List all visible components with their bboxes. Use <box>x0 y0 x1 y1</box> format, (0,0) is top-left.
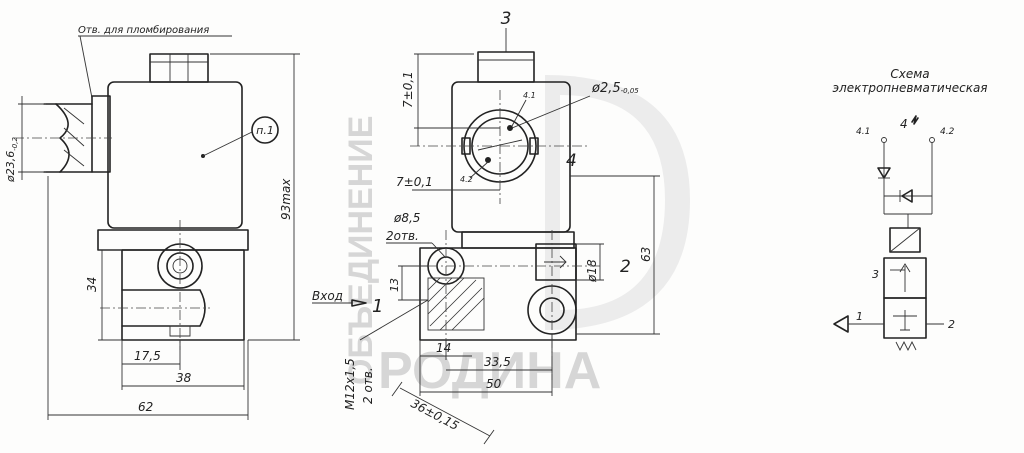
body-top-flange <box>97 229 249 251</box>
port-4-label: 4 <box>566 151 577 171</box>
dim-13: 13 <box>388 278 401 292</box>
connector-nut <box>149 53 209 83</box>
pin-4-1: 4.1 <box>523 91 536 100</box>
port-1-label: 1 <box>372 296 383 317</box>
solenoid-symbol <box>889 227 921 253</box>
port-3-label: 3 <box>501 9 512 29</box>
dim-7-horizontal: 7±0,1 <box>396 175 433 189</box>
schem-port-2: 2 <box>948 318 955 331</box>
dim-63: 63 <box>639 247 653 262</box>
schematic-title-1: Схема <box>890 67 929 81</box>
valve-body <box>121 249 245 341</box>
coil-housing <box>107 81 243 229</box>
port-2-label: 2 <box>620 257 631 277</box>
inlet-label: Вход <box>312 289 343 303</box>
dim-7-vertical: 7±0,1 <box>401 71 415 108</box>
coil-diameter-dim: ø23,6-0,2 <box>4 137 19 183</box>
schem-port-3: 3 <box>872 268 879 281</box>
side-plug <box>91 95 111 173</box>
valve-position-bottom <box>883 297 927 339</box>
dim-34: 34 <box>85 277 99 292</box>
watermark-vertical-text: ОБЪЕДИНЕНИЕ <box>342 116 380 385</box>
dim-62: 62 <box>138 400 153 414</box>
dim-17-5: 17,5 <box>134 349 161 363</box>
pin-4-2: 4.2 <box>460 175 473 184</box>
holes-2-label: 2отв. <box>386 229 419 243</box>
thread-note: М12х1,5 <box>343 358 357 410</box>
dim-14: 14 <box>436 341 451 355</box>
dim-38: 38 <box>176 371 192 385</box>
pneumatic-schematic: Схема электропневматическая 4.1 4 4.2 3 … <box>832 67 988 352</box>
schem-pin-4-1: 4.1 <box>856 127 870 137</box>
dim-50: 50 <box>486 377 502 391</box>
valve-body-front <box>419 247 577 341</box>
thread-holes: 2 отв. <box>361 367 375 404</box>
dim-33-5: 33,5 <box>484 355 511 369</box>
port-2-fitting <box>535 243 577 281</box>
schem-port-1: 1 <box>856 310 863 323</box>
dim-36: 36±0,15 <box>409 396 462 433</box>
callout-label: п.1 <box>256 124 274 137</box>
schem-pin-4: 4 <box>900 117 908 131</box>
seal-hole-note: Отв. для пломбирования <box>78 24 209 36</box>
dia-8-5: ø8,5 <box>393 211 420 225</box>
dia-2-5: ø2,5-0,05 <box>591 81 639 96</box>
connector-top <box>477 51 535 83</box>
dia-18: ø18 <box>585 259 599 283</box>
left-side-view: Отв. для пломбирования п.1 ø23,6-0,2 <box>4 24 300 420</box>
schem-pin-4-2: 4.2 <box>940 127 955 137</box>
callout-circle <box>251 116 279 144</box>
dim-93max: 93max <box>279 178 293 220</box>
schematic-title-2: электропневматическая <box>832 81 987 95</box>
watermark-horizontal-text: РОДИНА <box>378 342 601 400</box>
